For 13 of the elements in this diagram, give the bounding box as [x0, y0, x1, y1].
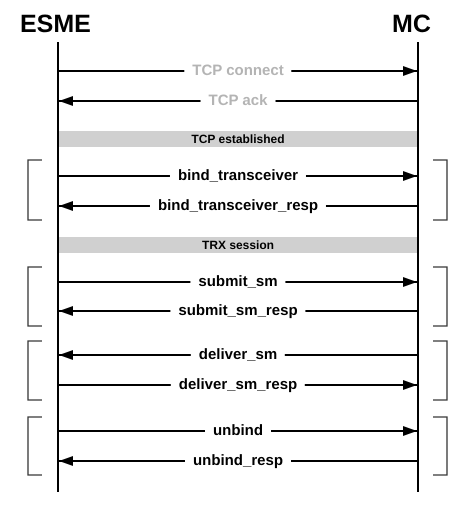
edge-label: deliver_sm: [190, 346, 286, 364]
state-band: TCP established: [59, 131, 417, 147]
edge-label: submit_sm_resp: [170, 302, 306, 320]
edge-label: submit_sm: [190, 273, 286, 291]
edge-label: bind_transceiver_resp: [150, 197, 326, 215]
participant-label: MC: [392, 10, 442, 38]
edge-label: bind_transceiver: [170, 167, 306, 185]
participant-label: ESME: [20, 10, 92, 38]
edge-label: unbind_resp: [185, 452, 291, 470]
state-band: TRX session: [59, 237, 417, 253]
lifeline: [57, 42, 59, 492]
lifeline: [417, 42, 419, 492]
edge-label: deliver_sm_resp: [170, 376, 306, 394]
